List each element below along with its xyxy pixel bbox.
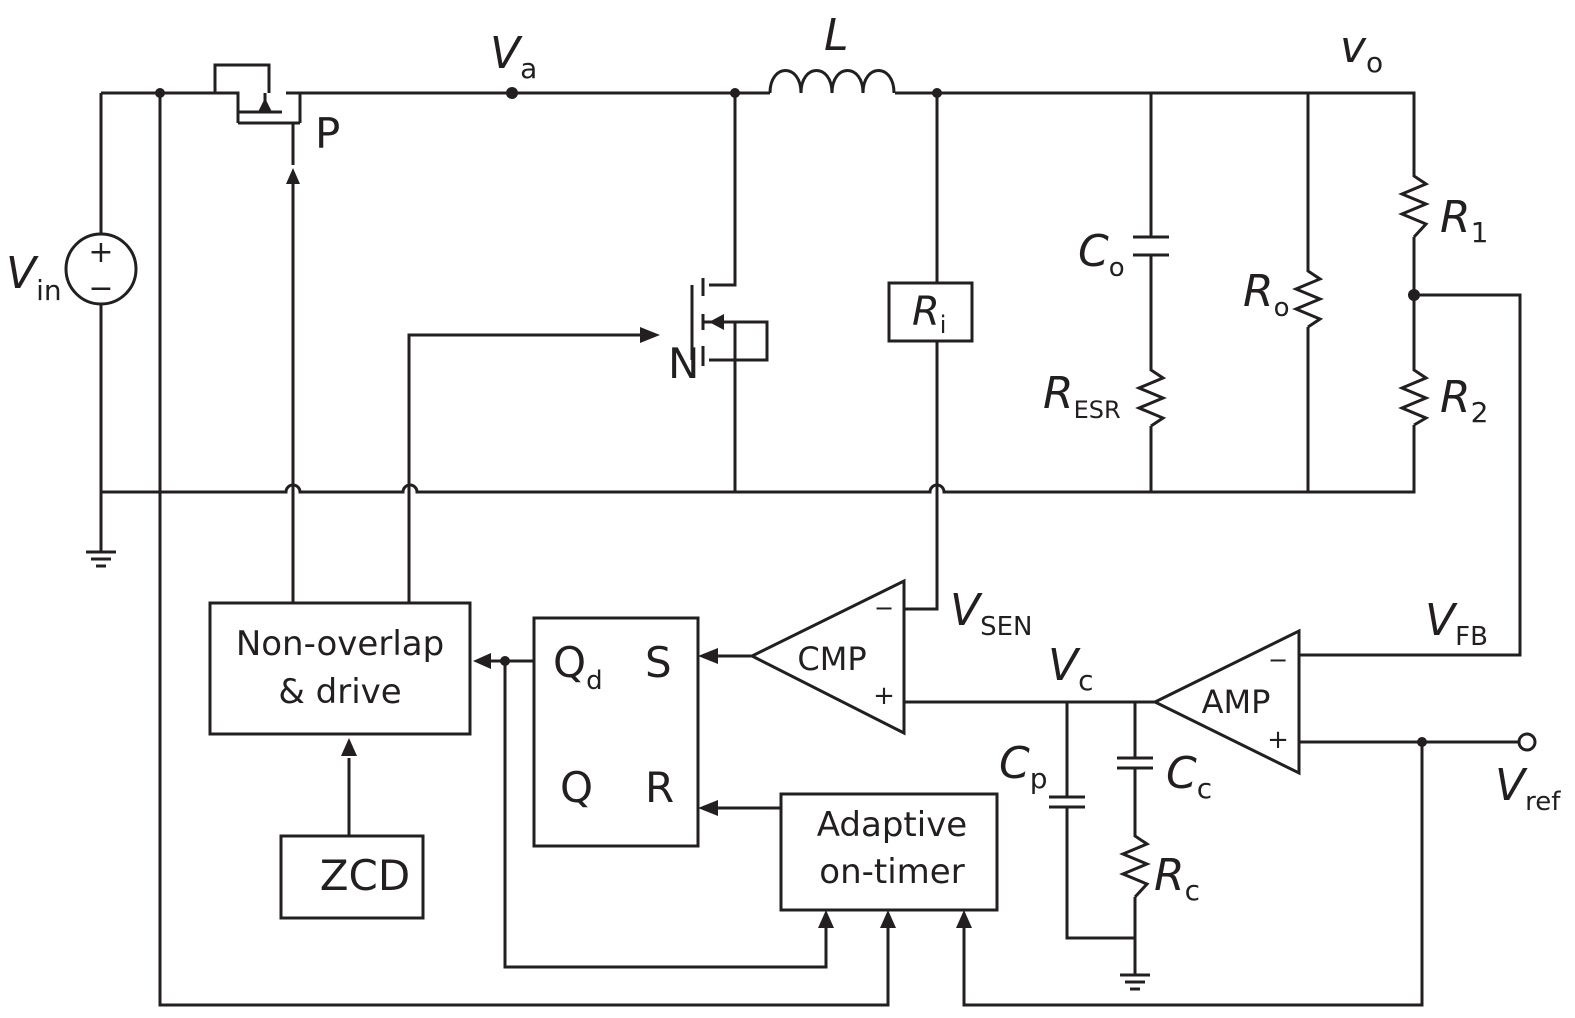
- svg-text:R2: R2: [1440, 372, 1488, 429]
- vfb-sub: FB: [1455, 622, 1488, 652]
- vsen-sub: SEN: [980, 612, 1032, 642]
- resr-resistor: [1135, 363, 1167, 428]
- r2-label: R: [1440, 372, 1471, 423]
- vref-terminal: [1517, 732, 1537, 752]
- r1-label: R: [1440, 192, 1471, 243]
- cc-label: C: [1166, 748, 1197, 799]
- r1-resistor: [1398, 170, 1430, 239]
- cp-label: C: [999, 738, 1030, 789]
- svg-text:Ri: Ri: [912, 289, 946, 339]
- amp-label: AMP: [1202, 683, 1271, 721]
- r2-resistor: [1398, 363, 1430, 427]
- inductor-label: L: [824, 10, 849, 61]
- svg-text:Cc: Cc: [1166, 748, 1212, 805]
- vc-label: V: [1048, 640, 1081, 691]
- co-sub: o: [1109, 253, 1125, 283]
- timer-label-line2: on-timer: [819, 852, 964, 892]
- n-label: N: [668, 339, 699, 388]
- vref-label: V: [1495, 760, 1528, 811]
- zcd-block: [279, 834, 425, 920]
- r2-sub: 2: [1471, 396, 1489, 429]
- svg-text:VFB: VFB: [1425, 595, 1488, 652]
- svg-text:Vc: Vc: [1048, 640, 1094, 697]
- svg-text:Vref: Vref: [1495, 760, 1561, 817]
- vo-sub: o: [1366, 46, 1383, 79]
- cmp-label: CMP: [797, 640, 866, 678]
- ro-resistor: [1292, 265, 1324, 329]
- svg-text:Vin: Vin: [6, 248, 62, 307]
- cc-capacitor: [1117, 756, 1153, 770]
- cmp-minus: −: [874, 594, 894, 622]
- svg-text:R1: R1: [1440, 192, 1488, 249]
- ro-label: R: [1243, 266, 1274, 317]
- arrowheads: [286, 168, 972, 928]
- p-mosfet: [213, 63, 302, 165]
- vsen-label: V: [950, 585, 983, 636]
- vin-sub: in: [36, 274, 62, 307]
- svg-text:RESR: RESR: [1043, 368, 1121, 424]
- cmp-comparator: [748, 578, 906, 736]
- amp-minus: −: [1268, 646, 1288, 674]
- vo-label: v: [1340, 22, 1367, 73]
- p-label: P: [315, 109, 340, 158]
- latch-r-label: R: [645, 763, 674, 812]
- va-sub: a: [520, 52, 537, 85]
- rc-sub: c: [1185, 874, 1200, 907]
- r1-sub: 1: [1471, 216, 1489, 249]
- timer-label-line1: Adaptive: [817, 805, 967, 845]
- svg-text:Ro: Ro: [1243, 266, 1290, 323]
- rc-resistor: [1119, 830, 1151, 899]
- co-label: C: [1078, 226, 1109, 277]
- ground-icon-2: [1120, 973, 1150, 991]
- amp-plus: +: [1267, 725, 1289, 755]
- cmp-plus: +: [873, 681, 895, 711]
- zcd-label: ZCD: [320, 851, 410, 900]
- vin-minus: −: [88, 271, 113, 306]
- ground-icon: [86, 550, 116, 568]
- vin-plus: +: [88, 235, 113, 270]
- vc-sub: c: [1078, 664, 1093, 697]
- svg-text:VSEN: VSEN: [950, 585, 1033, 642]
- latch-qd-sub: d: [586, 666, 603, 696]
- svg-text:Co: Co: [1078, 226, 1125, 283]
- vin-source: + −: [64, 232, 138, 306]
- latch-q-label: Q: [560, 763, 593, 812]
- svg-text:vo: vo: [1340, 22, 1383, 79]
- va-label: V: [490, 28, 523, 79]
- wires: [99, 91, 1522, 1007]
- sr-latch-block: [532, 616, 700, 848]
- vfb-label: V: [1425, 595, 1458, 646]
- adaptive-on-timer-block: [779, 792, 999, 912]
- svg-text:Qd: Qd: [553, 638, 603, 696]
- junction-dots: [155, 87, 1427, 747]
- rc-label: R: [1154, 850, 1185, 901]
- ri-label: R: [912, 289, 940, 335]
- latch-s-label: S: [645, 638, 672, 687]
- resr-label: R: [1043, 368, 1074, 419]
- amp-amplifier: [1151, 628, 1301, 776]
- ri-sub: i: [940, 311, 947, 339]
- nonoverlap-label-line1: Non-overlap: [236, 624, 444, 664]
- nonoverlap-drive-block: [208, 601, 472, 736]
- svg-text:Cp: Cp: [999, 738, 1048, 795]
- resistors: [1119, 170, 1430, 899]
- inductor: [768, 69, 896, 94]
- cp-sub: p: [1030, 762, 1048, 795]
- cc-sub: c: [1197, 772, 1212, 805]
- ro-sub: o: [1274, 293, 1290, 323]
- resr-sub: ESR: [1074, 396, 1121, 424]
- vin-label: V: [6, 248, 39, 299]
- co-capacitor: [1133, 235, 1169, 257]
- latch-qd-label: Q: [553, 638, 586, 687]
- cp-capacitor: [1049, 795, 1085, 809]
- svg-text:Rc: Rc: [1154, 850, 1200, 907]
- nonoverlap-label-line2: & drive: [278, 672, 401, 712]
- svg-text:Va: Va: [490, 28, 537, 85]
- vref-sub: ref: [1525, 787, 1561, 817]
- ri-block: [887, 281, 974, 343]
- n-mosfet: [690, 278, 769, 366]
